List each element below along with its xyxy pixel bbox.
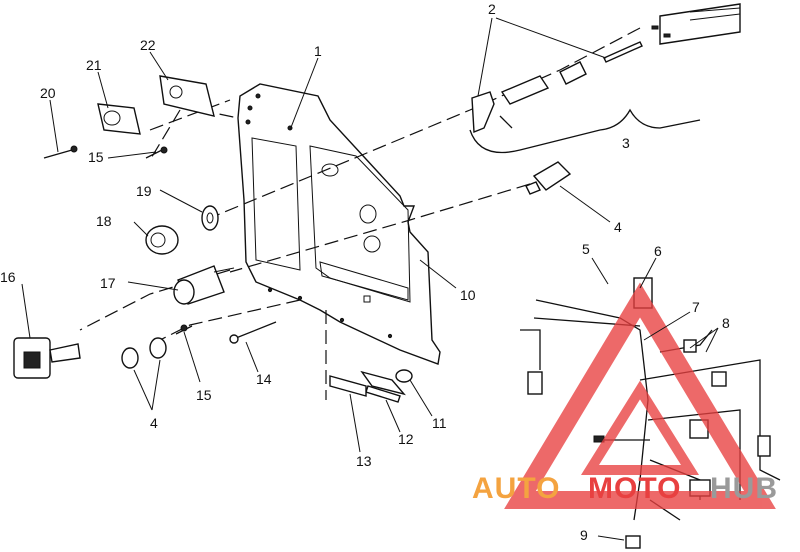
callout-7: 7 — [692, 299, 700, 315]
callout-15-lower: 15 — [196, 387, 212, 403]
watermark-triangle-outer — [504, 282, 776, 509]
callout-20: 20 — [40, 85, 56, 101]
callout-8: 8 — [722, 315, 730, 331]
key-part-16 — [13, 337, 81, 379]
switch-part-4-upper — [525, 161, 572, 195]
callout-15-upper: 15 — [88, 149, 104, 165]
leader-lines — [21, 17, 719, 541]
callout-5: 5 — [582, 241, 590, 257]
nut-part-18 — [145, 225, 179, 255]
nut-part-4-lower — [121, 337, 167, 369]
callout-1: 1 — [314, 43, 322, 59]
callout-18: 18 — [96, 213, 112, 229]
callout-22: 22 — [140, 37, 156, 53]
watermark-text-moto: MOTO — [588, 472, 681, 505]
bracket-part-22 — [159, 75, 215, 117]
watermark-text-auto: AUTO — [472, 472, 560, 505]
callout-14: 14 — [256, 371, 272, 387]
watermark-triangle-inner — [580, 380, 700, 475]
screw-part-15-upper — [145, 146, 168, 159]
bracket-3 — [469, 108, 701, 154]
callout-13: 13 — [356, 453, 372, 469]
callout-4-lower: 4 — [150, 415, 158, 431]
callout-16: 16 — [0, 269, 16, 285]
callout-4-upper: 4 — [614, 219, 622, 235]
plate-part-13 — [329, 375, 367, 397]
callout-3: 3 — [622, 135, 630, 151]
callout-11: 11 — [432, 415, 447, 431]
dash-panel — [237, 83, 441, 365]
plate-part-21 — [97, 103, 141, 135]
screw-part-15-lower — [175, 324, 193, 335]
callout-6: 6 — [654, 243, 662, 259]
bolt-part-14 — [229, 321, 277, 344]
washer-part-19 — [201, 205, 219, 231]
screw-part-20 — [43, 145, 78, 159]
watermark-text-hub: HUB — [710, 472, 778, 505]
callout-2: 2 — [488, 1, 496, 17]
nut-part-11 — [395, 369, 413, 383]
watermark-logo — [504, 282, 776, 509]
rod-assembly — [471, 3, 741, 134]
callout-labels: 1 2 3 4 4 5 6 7 8 9 10 11 12 13 14 15 15… — [0, 1, 730, 543]
callout-17: 17 — [100, 275, 116, 291]
callout-21: 21 — [86, 57, 102, 73]
callout-10: 10 — [460, 287, 476, 303]
callout-12: 12 — [398, 431, 414, 447]
callout-9: 9 — [580, 527, 588, 543]
callout-19: 19 — [136, 183, 152, 199]
ignition-switch-part-17 — [173, 265, 235, 305]
